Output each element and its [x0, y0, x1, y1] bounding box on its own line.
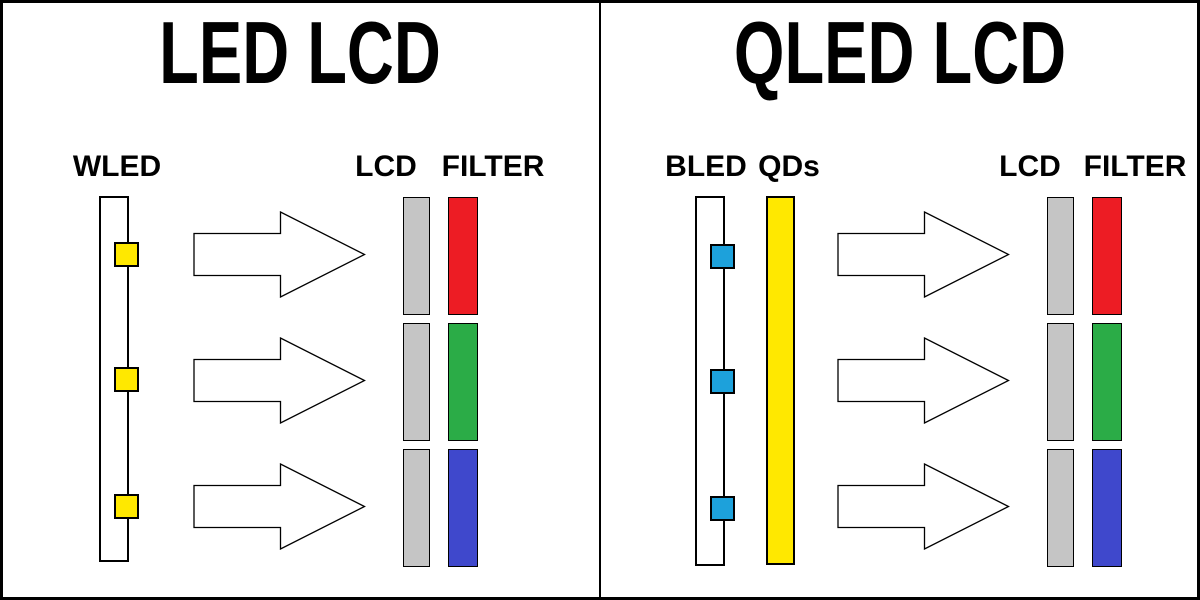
- panel-title: QLED LCD: [733, 2, 1067, 102]
- filter-label: FILTER: [441, 150, 545, 183]
- led-chip: [710, 369, 735, 394]
- lcd-segment: [1047, 197, 1074, 315]
- backlight-label: BLED: [665, 150, 747, 183]
- lcd-segment: [403, 197, 430, 315]
- led-chip: [710, 496, 735, 521]
- qd-label: QDs: [758, 150, 820, 183]
- arrow-right-icon: [837, 463, 1010, 550]
- led-chip: [114, 494, 139, 519]
- quantum-dot-bar: [766, 196, 795, 565]
- lcd-segment: [1047, 449, 1074, 567]
- filter-segment-green: [448, 323, 478, 441]
- filter-segment-red: [1092, 197, 1122, 315]
- panel-led-lcd: LED LCD WLED LCD FILTER: [72, 2, 545, 567]
- filter-segment-blue: [448, 449, 478, 567]
- led-chip: [710, 244, 735, 269]
- filter-segment-green: [1092, 323, 1122, 441]
- arrow-right-icon: [193, 337, 366, 424]
- led-chip: [114, 367, 139, 392]
- arrow-right-icon: [837, 211, 1010, 298]
- arrow-right-icon: [837, 337, 1010, 424]
- led-chip: [114, 242, 139, 267]
- lcd-segment: [1047, 323, 1074, 441]
- lcd-label: LCD: [999, 150, 1061, 183]
- arrow-right-icon: [193, 211, 366, 298]
- lcd-label: LCD: [355, 150, 417, 183]
- panel-title: LED LCD: [159, 2, 441, 102]
- panel-qled-lcd: QLED LCD BLED QDs LCD FILTER: [600, 0, 1200, 600]
- lcd-segment: [403, 323, 430, 441]
- filter-label: FILTER: [1083, 150, 1187, 183]
- filter-segment-blue: [1092, 449, 1122, 567]
- arrow-right-icon: [193, 463, 366, 550]
- panel-divider: [599, 0, 601, 600]
- lcd-segment: [403, 449, 430, 567]
- filter-segment-red: [448, 197, 478, 315]
- backlight-label: WLED: [72, 150, 162, 183]
